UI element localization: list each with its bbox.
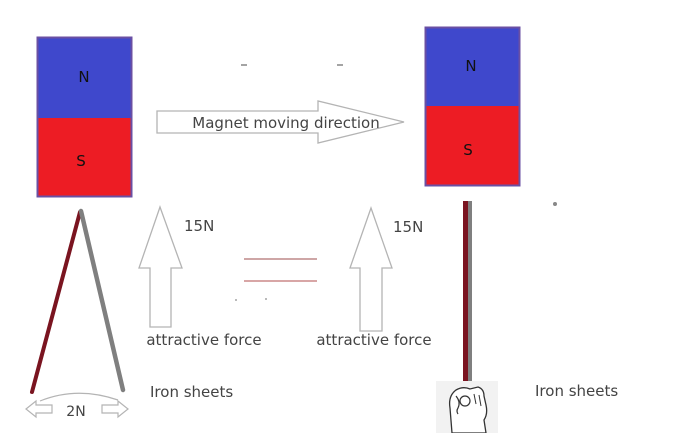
force-right-label: attractive force bbox=[316, 331, 431, 349]
hand-knuckle bbox=[459, 395, 471, 407]
force-arrow-right: 15N attractive force bbox=[316, 206, 432, 349]
left-arrow-outline-icon bbox=[25, 399, 53, 419]
up-arrow-outline-icon bbox=[349, 206, 393, 332]
right-sheets-label: Iron sheets bbox=[535, 382, 618, 400]
iron-sheet-dark bbox=[463, 201, 468, 396]
hand-shape bbox=[448, 386, 488, 433]
force-left-label: attractive force bbox=[146, 331, 261, 349]
right-magnet-south-label: S bbox=[463, 141, 473, 159]
left-magnet: N S bbox=[36, 36, 133, 198]
right-magnet: N S bbox=[424, 26, 521, 187]
equals-sign bbox=[244, 258, 317, 282]
left-magnet-north-label: N bbox=[78, 68, 89, 86]
force-left-value: 15N bbox=[184, 217, 214, 235]
stray-dot bbox=[265, 298, 267, 300]
right-magnet-north-label: N bbox=[465, 57, 476, 75]
stray-dot bbox=[235, 299, 237, 301]
motion-arrow: Magnet moving direction bbox=[156, 100, 405, 144]
left-magnet-border bbox=[36, 36, 133, 198]
right-magnet-south bbox=[426, 106, 519, 185]
spread-arc bbox=[39, 392, 119, 402]
spread-force-value: 2N bbox=[66, 404, 85, 420]
right-magnet-north bbox=[426, 28, 519, 106]
iron-sheet-dark bbox=[30, 210, 82, 394]
up-arrow-outline-icon bbox=[138, 205, 183, 328]
right-magnet-border bbox=[424, 26, 521, 187]
left-sheets-label: Iron sheets bbox=[150, 383, 233, 401]
right-arrow-outline-icon bbox=[156, 100, 405, 144]
iron-sheet-grey bbox=[467, 201, 472, 396]
right-arrow-outline-icon bbox=[101, 399, 129, 419]
right-iron-sheets: Iron sheets bbox=[436, 201, 618, 433]
left-iron-sheets: 2N Iron sheets bbox=[25, 208, 233, 420]
iron-sheet-grey bbox=[78, 208, 126, 393]
left-magnet-south bbox=[38, 118, 131, 196]
hand-holding-icon bbox=[436, 381, 498, 433]
motion-arrow-label: Magnet moving direction bbox=[192, 114, 379, 132]
hand-thumb bbox=[455, 395, 460, 415]
force-right-value: 15N bbox=[393, 218, 423, 236]
force-arrow-left: 15N attractive force bbox=[138, 205, 262, 349]
hand-fingers bbox=[473, 393, 482, 407]
left-magnet-south-label: S bbox=[76, 152, 86, 170]
stray-dot bbox=[553, 202, 557, 206]
left-magnet-north bbox=[38, 38, 131, 118]
